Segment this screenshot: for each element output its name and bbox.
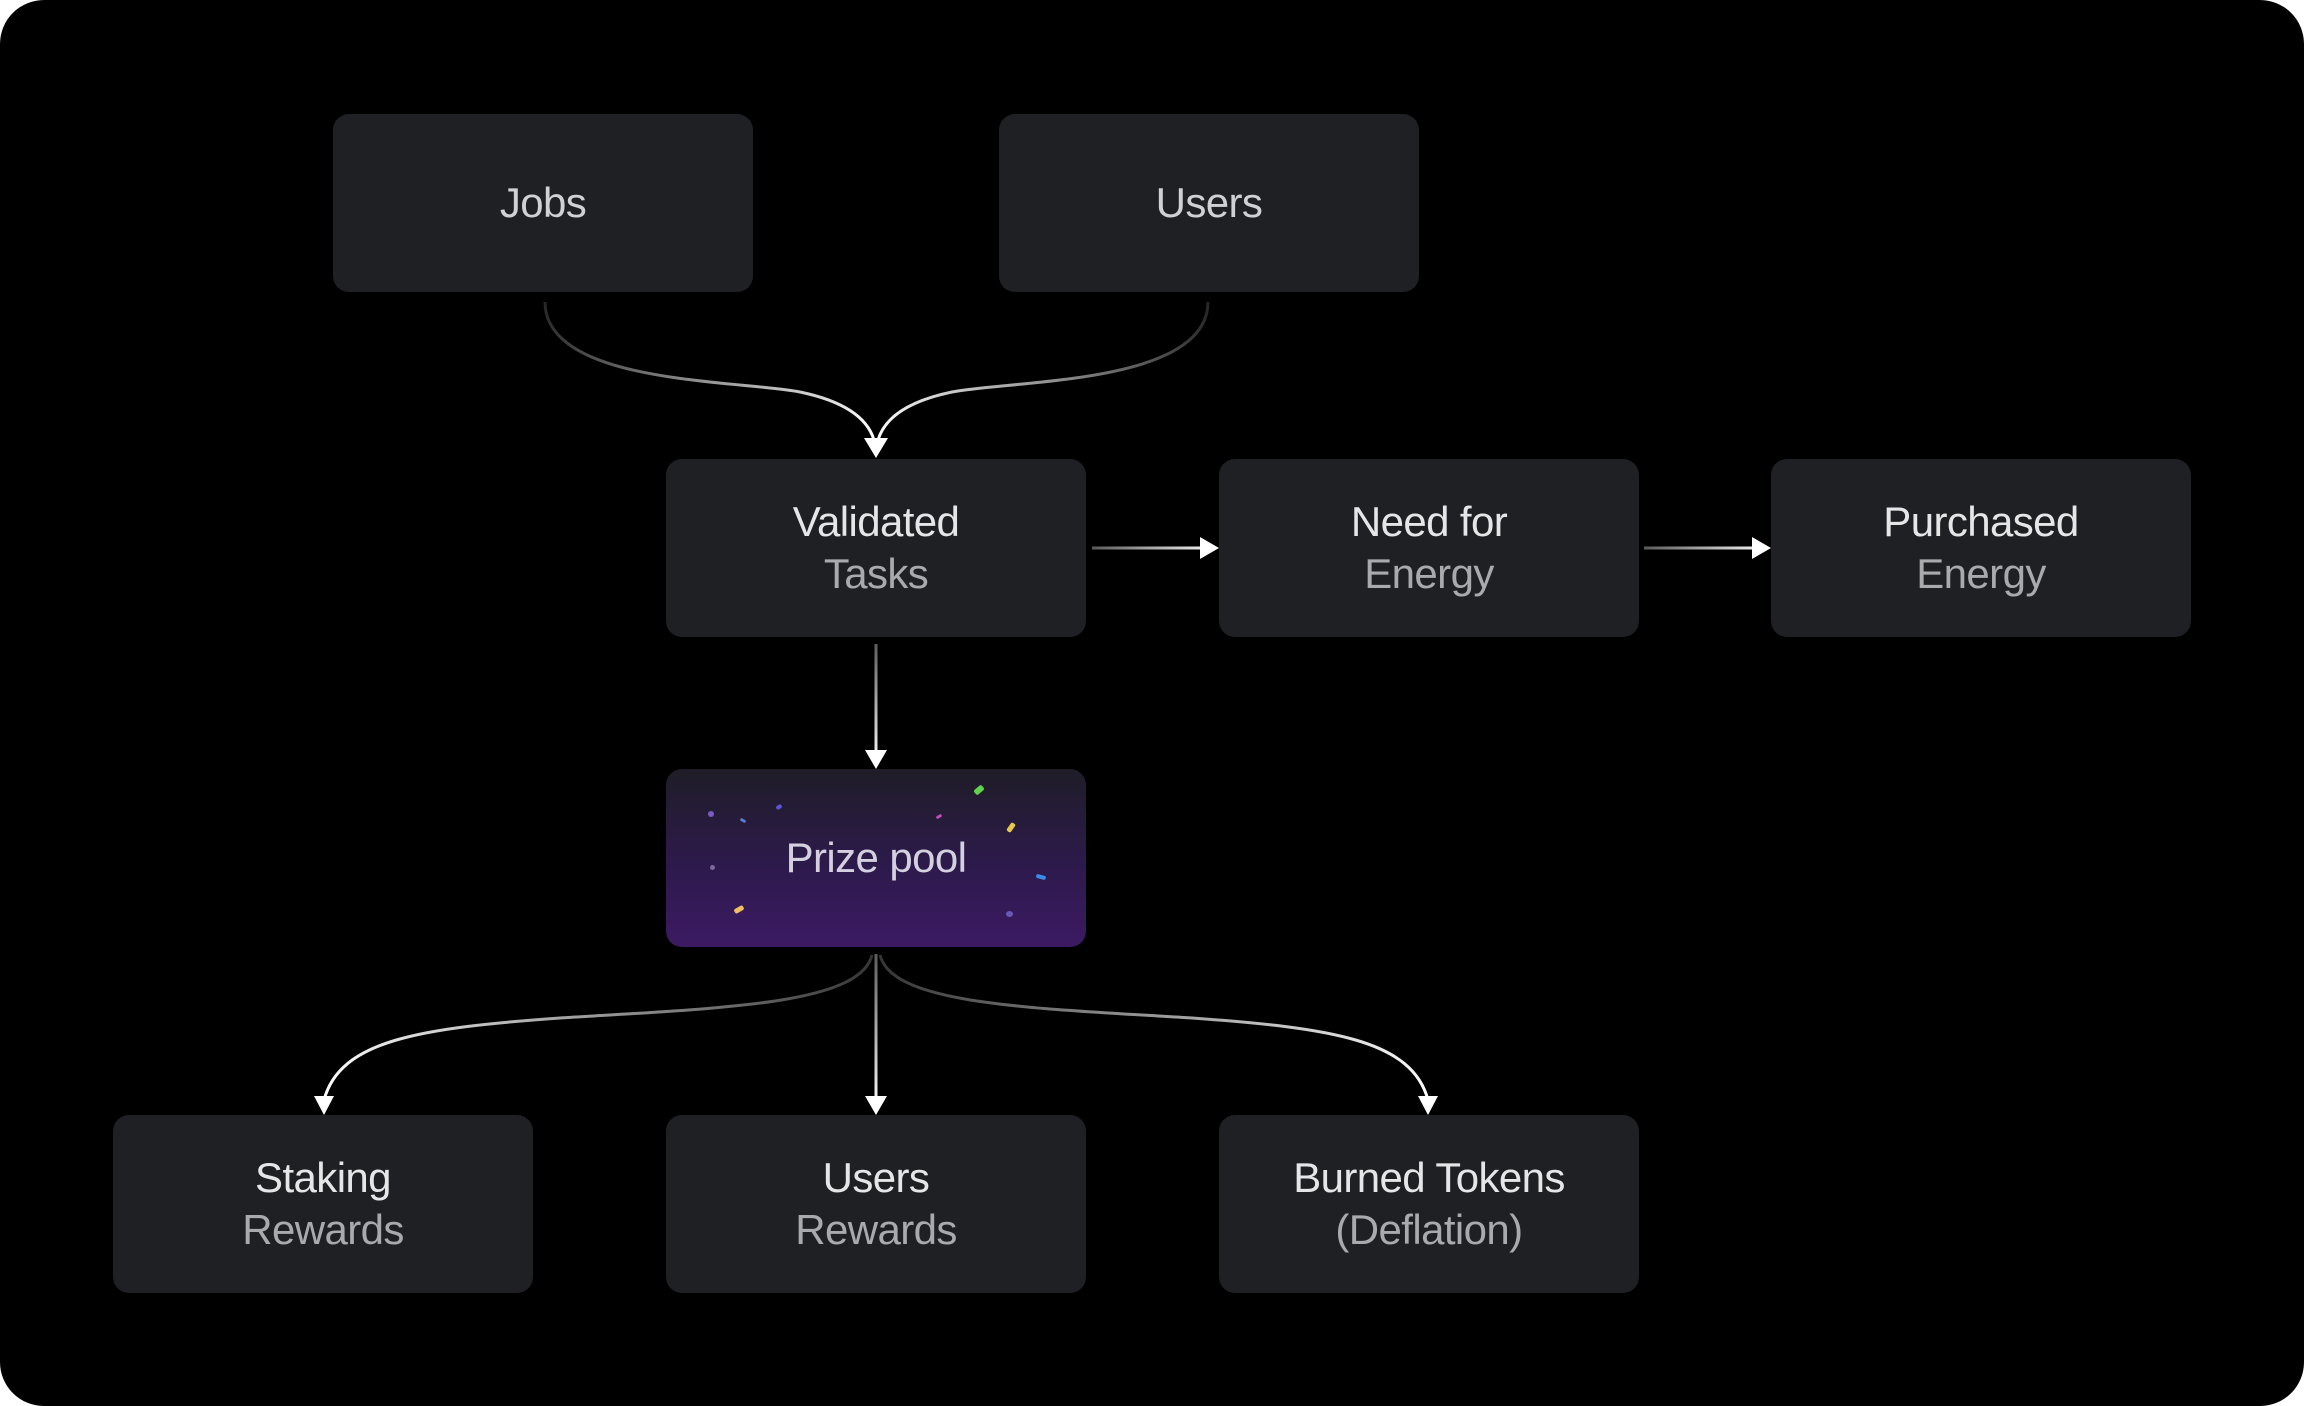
node-validated-tasks-line2: Tasks [823, 550, 929, 597]
node-users-rewards-line1: Users [822, 1154, 930, 1201]
node-validated-tasks: Validated Tasks [666, 459, 1086, 637]
node-prize-pool-label: Prize pool [785, 834, 967, 881]
edge-prize-to-burned [878, 954, 1430, 1101]
node-jobs-label: Jobs [499, 179, 587, 226]
arrowhead-purchased [1752, 537, 1771, 559]
arrowhead-burned [1418, 1096, 1438, 1115]
confetti-piece [775, 803, 783, 811]
node-purchased-energy-line1: Purchased [1883, 498, 2079, 545]
node-staking-rewards-line1: Staking [255, 1154, 391, 1201]
node-users-rewards: Users Rewards [666, 1115, 1086, 1293]
confetti-piece [733, 904, 745, 915]
confetti-piece [1035, 873, 1047, 881]
confetti-piece [1006, 821, 1016, 834]
confetti-piece [1006, 911, 1013, 917]
arrowhead-prize [865, 750, 887, 769]
node-burned-tokens-line2: (Deflation) [1335, 1206, 1523, 1253]
node-staking-rewards: Staking Rewards [113, 1115, 533, 1293]
confetti-piece [973, 784, 985, 796]
node-users: Users [999, 114, 1419, 292]
node-purchased-energy-line2: Energy [1916, 550, 2046, 597]
node-staking-rewards-line2: Rewards [242, 1206, 404, 1253]
node-need-for-energy-line2: Energy [1364, 550, 1494, 597]
node-need-for-energy: Need for Energy [1219, 459, 1639, 637]
arrowhead-validated-top [864, 438, 888, 458]
node-users-label: Users [1155, 179, 1263, 226]
edge-prize-to-staking [322, 954, 874, 1101]
node-jobs: Jobs [333, 114, 753, 292]
confetti-piece [708, 811, 714, 817]
confetti-piece [739, 817, 747, 824]
node-purchased-energy: Purchased Energy [1771, 459, 2191, 637]
edge-jobs-to-validated [543, 301, 876, 441]
node-prize-pool: Prize pool [666, 769, 1086, 947]
edge-users-to-validated [876, 301, 1210, 441]
node-need-for-energy-line1: Need for [1350, 498, 1508, 545]
arrowhead-users-rewards [865, 1096, 887, 1115]
node-users-rewards-line2: Rewards [795, 1206, 957, 1253]
node-validated-tasks-line1: Validated [792, 498, 960, 545]
arrowhead-need [1200, 537, 1219, 559]
arrowhead-staking [314, 1096, 334, 1115]
node-burned-tokens: Burned Tokens (Deflation) [1219, 1115, 1639, 1293]
confetti-piece [710, 865, 715, 870]
node-burned-tokens-line1: Burned Tokens [1293, 1154, 1565, 1201]
confetti-piece [935, 813, 943, 820]
